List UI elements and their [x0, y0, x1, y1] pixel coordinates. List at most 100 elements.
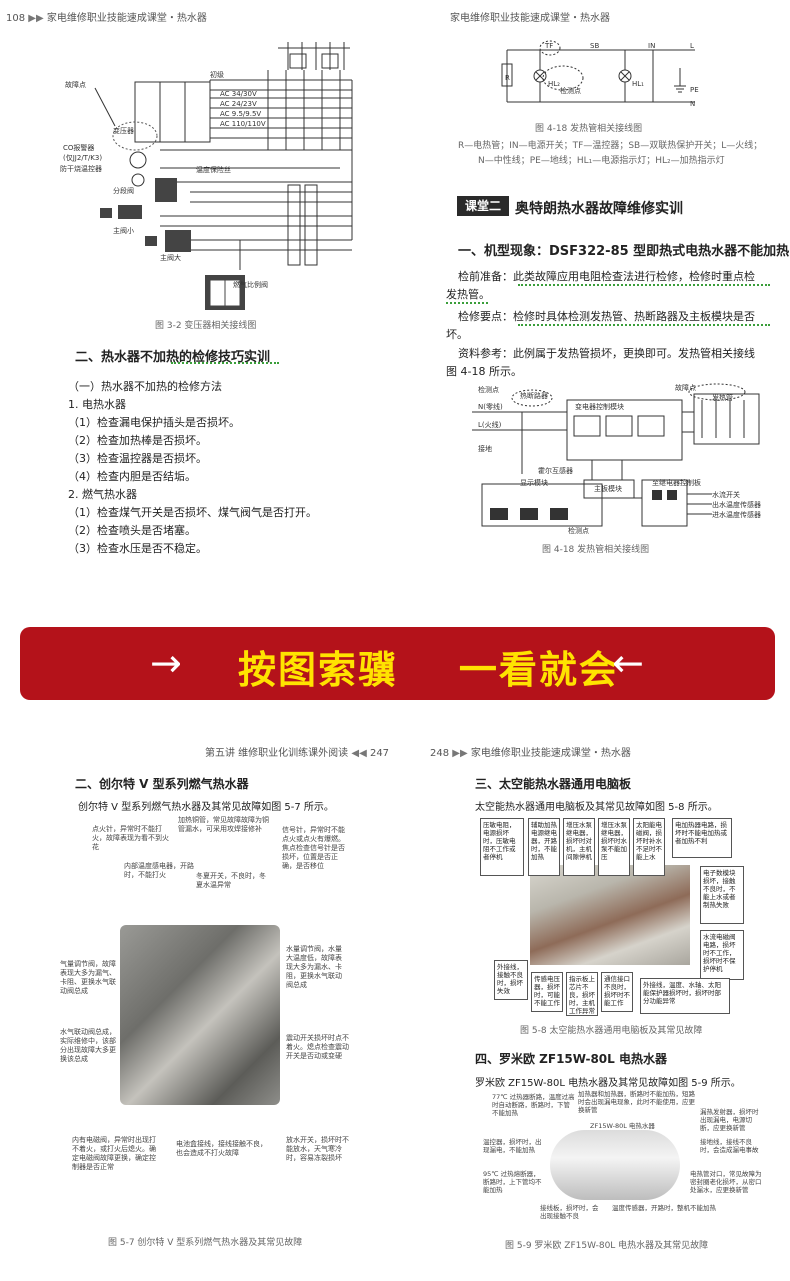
label-ac1: AC 34/30V — [220, 90, 257, 98]
label-tf: TF — [545, 42, 554, 50]
label-l: L — [690, 42, 694, 50]
diagram-label: 进水温度传感器 — [712, 511, 761, 519]
label-check: 检测点 — [560, 87, 581, 95]
diagram-label: N(零线) — [478, 403, 503, 411]
page-number: 108 — [6, 13, 26, 24]
prep-line: 检前准备：此类故障应用电阻检查法进行检修，检修时重点检 — [458, 270, 755, 283]
label-main-large: 主阀大 — [160, 254, 181, 262]
gas-heater-photo — [120, 925, 280, 1105]
fault-callout: 震动开关损坏时点不着火。熄点检查震动开关是否动或变硬 — [286, 1034, 349, 1060]
key-line: 检修要点：检修时具体检测发热管、热断路器及主板模块是否 — [458, 310, 755, 323]
section-title: 三、太空能热水器通用电脑板 — [475, 777, 632, 791]
transformer-wiring-diagram — [94, 42, 353, 310]
fault-callout: 水量调节阀，水量大温度低，故障表现大多为漏水、卡阻，更换水气联动阀总成 — [286, 945, 342, 989]
label-hl1: HL₁ — [632, 80, 644, 88]
page-header-right: 家电维修职业技能速成课堂・热水器 — [450, 13, 610, 24]
diagram-label: 检测点 — [478, 386, 499, 394]
water-heater-photo — [550, 1130, 680, 1200]
page-header-right: 248 ▶▶ 家电维修职业技能速成课堂・热水器 — [430, 748, 631, 759]
pcb-callout: 外接线，接触不良时，损坏失效 — [494, 960, 528, 1000]
pcb-callout: 辅助加热电源继电器，开路时，不能加热 — [528, 818, 560, 876]
figure-caption: 图 5-9 罗米欧 ZF15W-80L 电热水器及其常见故障 — [505, 1241, 709, 1251]
fault-callout: 水气联动阀总成，实际维修中，该部分出现故障大多更换该总成 — [60, 1028, 116, 1063]
label-ac2: AC 24/23V — [220, 100, 257, 108]
subsection-title: （一）热水器不加热的检修方法 — [68, 380, 222, 393]
highlight-underline — [518, 324, 770, 326]
prep-line: 发热管。 — [446, 288, 490, 301]
banner-slogan: 按图索骥 一看就会 — [238, 648, 619, 692]
pcb-callout: 外接线，温度、水轴、太阳能保护器损坏时，损坏时部分功能异常 — [640, 978, 730, 1014]
section-title: 四、罗米欧 ZF15W-80L 电热水器 — [475, 1052, 667, 1066]
highlight-underline — [446, 302, 488, 304]
diagram-label: 显示模块 — [520, 479, 548, 487]
label-pe: PE — [690, 86, 699, 94]
section-title: 二、创尔特 V 型系列燃气热水器 — [75, 777, 249, 791]
heater-callout: 77℃ 过热器断路，温度过高时自动断路，断路时，下管不能加热 — [492, 1093, 575, 1117]
heater-model-label: ZF15W-80L 电热水器 — [590, 1122, 655, 1130]
label-sb: SB — [590, 42, 600, 50]
gas-item: （1）检查煤气开关是否损坏、煤气阀气是否打开。 — [68, 506, 317, 519]
label-r: R — [505, 74, 510, 82]
label-co-alarm: CO报警器 (仅JJ2/T/K3) — [63, 144, 103, 162]
label-hl2: HL₂ — [548, 80, 560, 88]
lesson-tag: 课堂二 — [457, 196, 509, 216]
pcb-callout: 电加热器电路，损坏时不能电加热或者加热不利 — [672, 818, 732, 858]
pcb-callout: 传感电压器，损坏时，可能不能工作 — [531, 972, 563, 1012]
pcb-callout: 水流电磁阀电路，损坏时不工作，损坏时不保护停机 — [700, 930, 744, 980]
page-header-left: 108 ▶▶ 家电维修职业技能速成课堂・热水器 — [6, 13, 207, 24]
diagram-label: 出水温度传感器 — [712, 501, 761, 509]
ref-line: 资料参考：此例属于发热管损坏，更换即可。发热管相关接线 — [458, 347, 755, 360]
fault-callout: 信号针，异常时不能点火或点火有爆燃。焦点检查信号针是否损坏，位置是否正确，是否移… — [282, 826, 345, 870]
section-title: 二、热水器不加热的检修技巧实训 — [75, 346, 270, 365]
heater-callout: 温控器，损坏时，出现漏电，不能加热 — [483, 1138, 542, 1154]
label-ac3: AC 9.5/9.5V — [220, 110, 262, 118]
pcb-callout: 压敏电阻，电源损坏时，压敏电阻不工作或者停机 — [480, 818, 524, 876]
running-header: 第五讲 维修职业化训练课外阅读 — [205, 748, 349, 759]
diagram-label: 水流开关 — [712, 491, 740, 499]
pcb-callout: 通信接口不良时，损坏时不能工作 — [601, 972, 633, 1012]
label-main-small: 主阀小 — [113, 227, 134, 235]
diagram-label: 主板模块 — [594, 485, 622, 493]
heading-electric: 1. 电热水器 — [68, 398, 126, 411]
lesson-title: 奥特朗热水器故障维修实训 — [515, 201, 683, 217]
legend-line: N—中性线；PE—地线；HL₁—电源指示灯；HL₂—加热指示灯 — [478, 156, 725, 166]
diagram-label: 变电器控制模块 — [575, 403, 624, 411]
arrow-left-icon: ← — [612, 641, 644, 685]
heating-tube-wiring-diagram — [472, 383, 760, 527]
pcb-callout: 指示板上芯片不良，损坏时，主机工作异常 — [566, 972, 598, 1016]
promo-banner: → 按图索骥 一看就会 ← — [20, 627, 775, 700]
ref-line: 图 4-18 所示。 — [446, 365, 522, 378]
electric-item: （2）检查加热棒是否损坏。 — [68, 434, 207, 447]
intro-text: 罗米欧 ZF15W-80L 电热水器及其常见故障如图 5-9 所示。 — [475, 1078, 741, 1089]
legend-line: R—电热管；IN—电源开关；TF—温控器；SB—双联热保护开关；L—火线； — [458, 141, 763, 151]
page-header-left: 第五讲 维修职业化训练课外阅读 ◀◀ 247 — [205, 748, 390, 759]
heater-callout: 接线板，损坏时，会出现接触不良 — [540, 1204, 599, 1220]
intro-text: 创尔特 V 型系列燃气热水器及其常见故障如图 5-7 所示。 — [78, 802, 334, 813]
heading-gas: 2. 燃气热水器 — [68, 488, 137, 501]
pcb-callout: 增压水泵继电器，损坏时水泵不能加压 — [598, 818, 630, 876]
label-gas-valve: 燃气比例阀 — [233, 281, 268, 289]
label-primary: 初级 — [210, 71, 224, 79]
electric-item: （1）检查漏电保护插头是否损坏。 — [68, 416, 240, 429]
heater-callout: 加热器和加热器，断路时不能加热，短路时会出现漏电现象，此时不能使用，应更换新管 — [578, 1090, 695, 1114]
fault-callout: 气量调节阀，故障表现大多为漏气、卡阻、更换水气联动阀总成 — [60, 960, 116, 995]
pcb-photo — [530, 865, 690, 965]
label-anti-dry: 防干烧温控器 — [60, 165, 102, 173]
diagram-label: 热断路器 — [520, 392, 548, 400]
label-n: N — [690, 100, 696, 108]
section-title: 一、机型现象：DSF322-85 型即热式电热水器不能加热 — [458, 244, 790, 259]
diagram-label: 故障点 — [675, 384, 696, 392]
figure-caption: 图 5-8 太空能热水器通用电脑板及其常见故障 — [520, 1026, 703, 1036]
section-title-underline — [171, 362, 279, 364]
heater-callout: 漏热发射器，损坏时出现漏电，电源切断，应更换新管 — [700, 1108, 759, 1132]
label-temp-fuse: 温度保险丝 — [196, 166, 231, 174]
running-header: 家电维修职业技能速成课堂・热水器 — [46, 13, 207, 24]
fault-callout: 冬夏开关，不良时，冬夏水温异常 — [196, 872, 266, 889]
intro-text: 太空能热水器通用电脑板及其常见故障如图 5-8 所示。 — [475, 802, 718, 813]
highlight-underline — [518, 284, 770, 286]
diagram-label: 霍尔互感器 — [538, 467, 573, 475]
key-line: 坏。 — [446, 328, 468, 341]
page-number: 247 — [369, 748, 390, 759]
fault-callout: 电池盒接线，接线接触不良，也会造成不打火故障 — [176, 1140, 267, 1157]
pcb-callout: 电子数模块损坏，接触不良时，不能上水或者制热失败 — [700, 866, 744, 924]
